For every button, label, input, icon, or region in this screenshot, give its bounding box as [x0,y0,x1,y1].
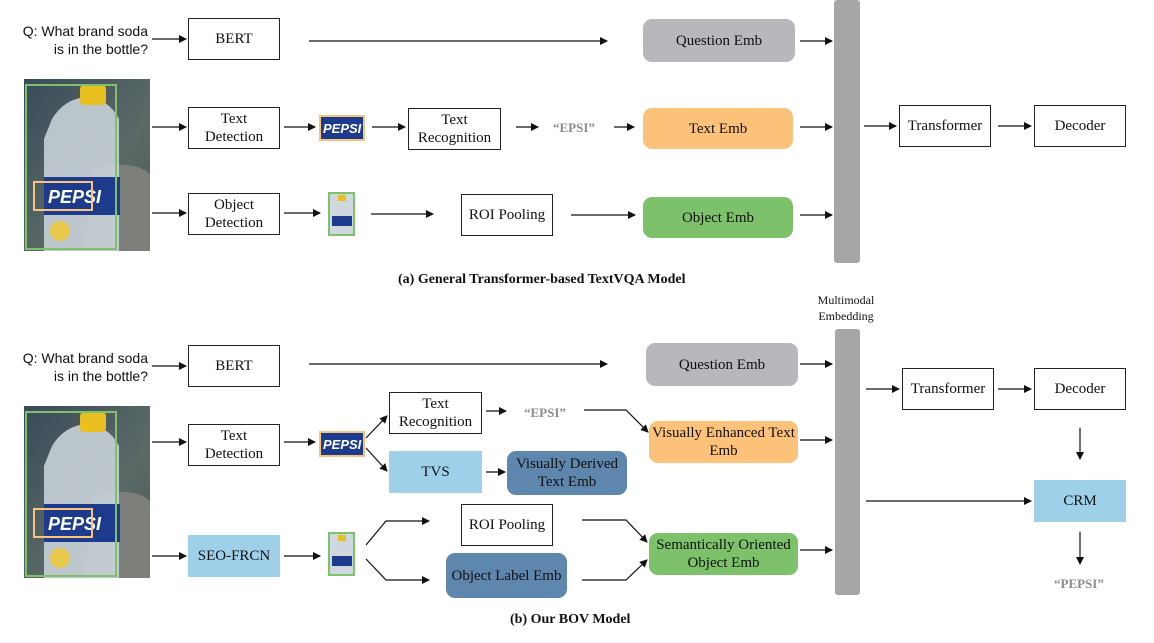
question-emb-b: Question Emb [646,343,798,386]
roi-pooling-a: ROI Pooling [461,194,553,236]
text-detection-a: Text Detection [188,107,280,149]
visually-derived-text-emb: Visually Derived Text Emb [507,451,627,495]
question-text-b: Q: What brand soda is in the bottle? [22,350,148,384]
roi-pooling-b: ROI Pooling [461,504,553,546]
object-label-emb: Object Label Emb [446,553,567,598]
arrow [365,558,430,584]
multimodal-embedding-label: Multimodal Embedding [817,293,875,323]
bert-box-b: BERT [188,345,280,387]
arrow [582,559,648,581]
decoder-box-a: Decoder [1034,105,1126,147]
object-crop-thumb-b [328,532,355,576]
ocr-result-a: “EPSI” [553,120,595,135]
seo-frcn-box: SEO-FRCN [188,535,280,577]
svg-text:PEPSI: PEPSI [323,121,362,136]
question-text-a: Q: What brand soda is in the bottle? [22,23,148,57]
multimodal-bar-b [835,329,860,595]
arrow [584,409,649,433]
svg-text:PEPSI: PEPSI [48,187,102,207]
text-recognition-b: Text Recognition [389,392,482,434]
bottle-image-a: PEPSI [24,79,150,251]
svg-text:PEPSI: PEPSI [323,437,362,452]
object-emb-a: Object Emb [643,197,793,238]
text-recognition-a: Text Recognition [408,108,501,150]
question-emb-a: Question Emb [643,19,795,62]
transformer-box-b: Transformer [902,368,994,410]
visually-enhanced-text-emb: Visually Enhanced Text Emb [649,421,798,463]
semantically-oriented-object-emb: Semantically Oriented Object Emb [649,533,798,575]
caption-b: (b) Our BOV Model [510,612,631,627]
text-crop-thumb-a: PEPSI [319,115,365,141]
bert-box-a: BERT [188,18,280,60]
svg-text:PEPSI: PEPSI [48,514,102,534]
arrow [582,519,648,543]
decoder-box-b: Decoder [1034,368,1126,410]
caption-a: (a) General Transformer-based TextVQA Mo… [398,272,686,287]
multimodal-bar-a [834,0,860,263]
transformer-box-a: Transformer [899,105,991,147]
arrow [365,415,388,439]
bottle-image-b: PEPSI [24,406,150,578]
text-detection-b: Text Detection [188,424,280,466]
ocr-result-b: “EPSI” [524,405,566,420]
text-crop-thumb-b: PEPSI [319,431,365,457]
object-crop-thumb-a [328,192,355,236]
arrow [365,517,430,546]
arrow [365,447,388,472]
object-detection-a: Object Detection [188,193,280,235]
text-emb-a: Text Emb [643,108,793,149]
crm-box: CRM [1034,480,1126,522]
answer-output: “PEPSI” [1054,576,1104,591]
tvs-box: TVS [389,451,482,493]
